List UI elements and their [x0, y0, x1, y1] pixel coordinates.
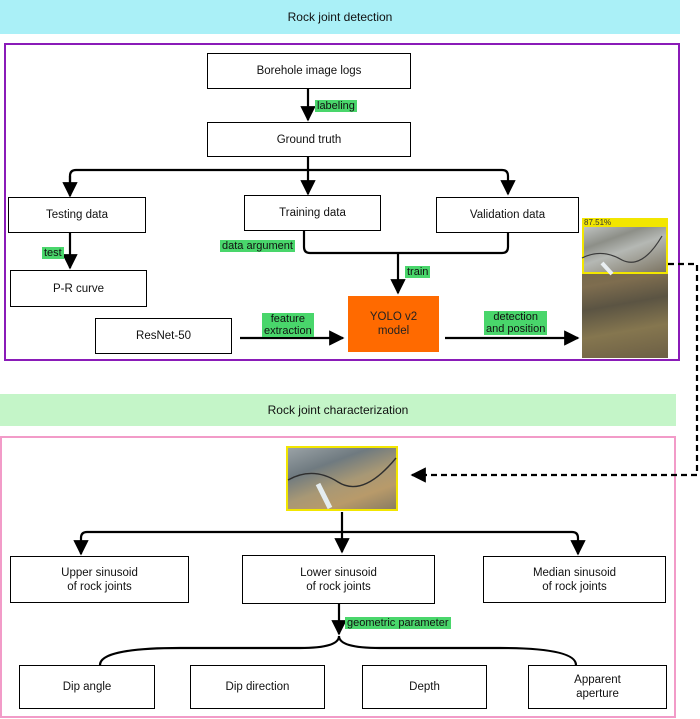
- apparent-aperture-box: Apparent aperture: [528, 665, 667, 709]
- training-box: Training data: [244, 195, 381, 231]
- joint-trace: [581, 235, 663, 276]
- ground-truth-box: Ground truth: [207, 122, 411, 157]
- dip-direction-box: Dip direction: [190, 665, 325, 709]
- characterization-banner-title: Rock joint characterization: [267, 403, 409, 417]
- brace-parameters: [98, 635, 578, 666]
- detection-position-tag: detection and position: [484, 311, 548, 335]
- detection-banner: Rock joint detection: [0, 0, 680, 34]
- yolo-box: YOLO v2 model: [348, 296, 439, 352]
- borehole-image: 87.51%: [581, 218, 668, 358]
- branch-ground-truth: [68, 168, 516, 196]
- test-tag: test: [42, 247, 64, 259]
- feature-extraction-tag: feature extraction: [262, 313, 314, 337]
- detection-frame: [4, 43, 680, 361]
- data-argument-tag: data argument: [220, 240, 295, 252]
- testing-box: Testing data: [8, 197, 146, 233]
- median-sinusoid-box: Median sinusoid of rock joints: [483, 556, 666, 603]
- depth-box: Depth: [362, 665, 487, 709]
- branch-sinusoids: [79, 530, 580, 552]
- upper-sinusoid-box: Upper sinusoid of rock joints: [10, 556, 189, 603]
- detection-banner-title: Rock joint detection: [287, 10, 393, 24]
- pr-curve-box: P-R curve: [10, 270, 147, 307]
- confidence-value: 87.51%: [584, 218, 612, 227]
- resnet-box: ResNet-50: [95, 318, 232, 354]
- characterization-banner: Rock joint characterization: [0, 394, 676, 426]
- labeling-tag: labeling: [315, 100, 357, 112]
- train-tag: train: [405, 266, 431, 278]
- dashed-link: [410, 262, 699, 483]
- geometric-parameter-tag: geometric parameter: [345, 617, 451, 629]
- lower-sinusoid-box: Lower sinusoid of rock joints: [242, 555, 435, 604]
- confidence-label: 87.51%: [582, 218, 668, 227]
- characterization-image: [286, 446, 398, 511]
- detection-highlight: [582, 218, 668, 274]
- dip-angle-box: Dip angle: [19, 665, 155, 709]
- characterization-frame: [0, 436, 676, 718]
- characterization-joint-trace: [287, 457, 397, 510]
- validation-box: Validation data: [436, 197, 579, 233]
- join-train: [302, 230, 510, 255]
- borehole-box: Borehole image logs: [207, 53, 411, 89]
